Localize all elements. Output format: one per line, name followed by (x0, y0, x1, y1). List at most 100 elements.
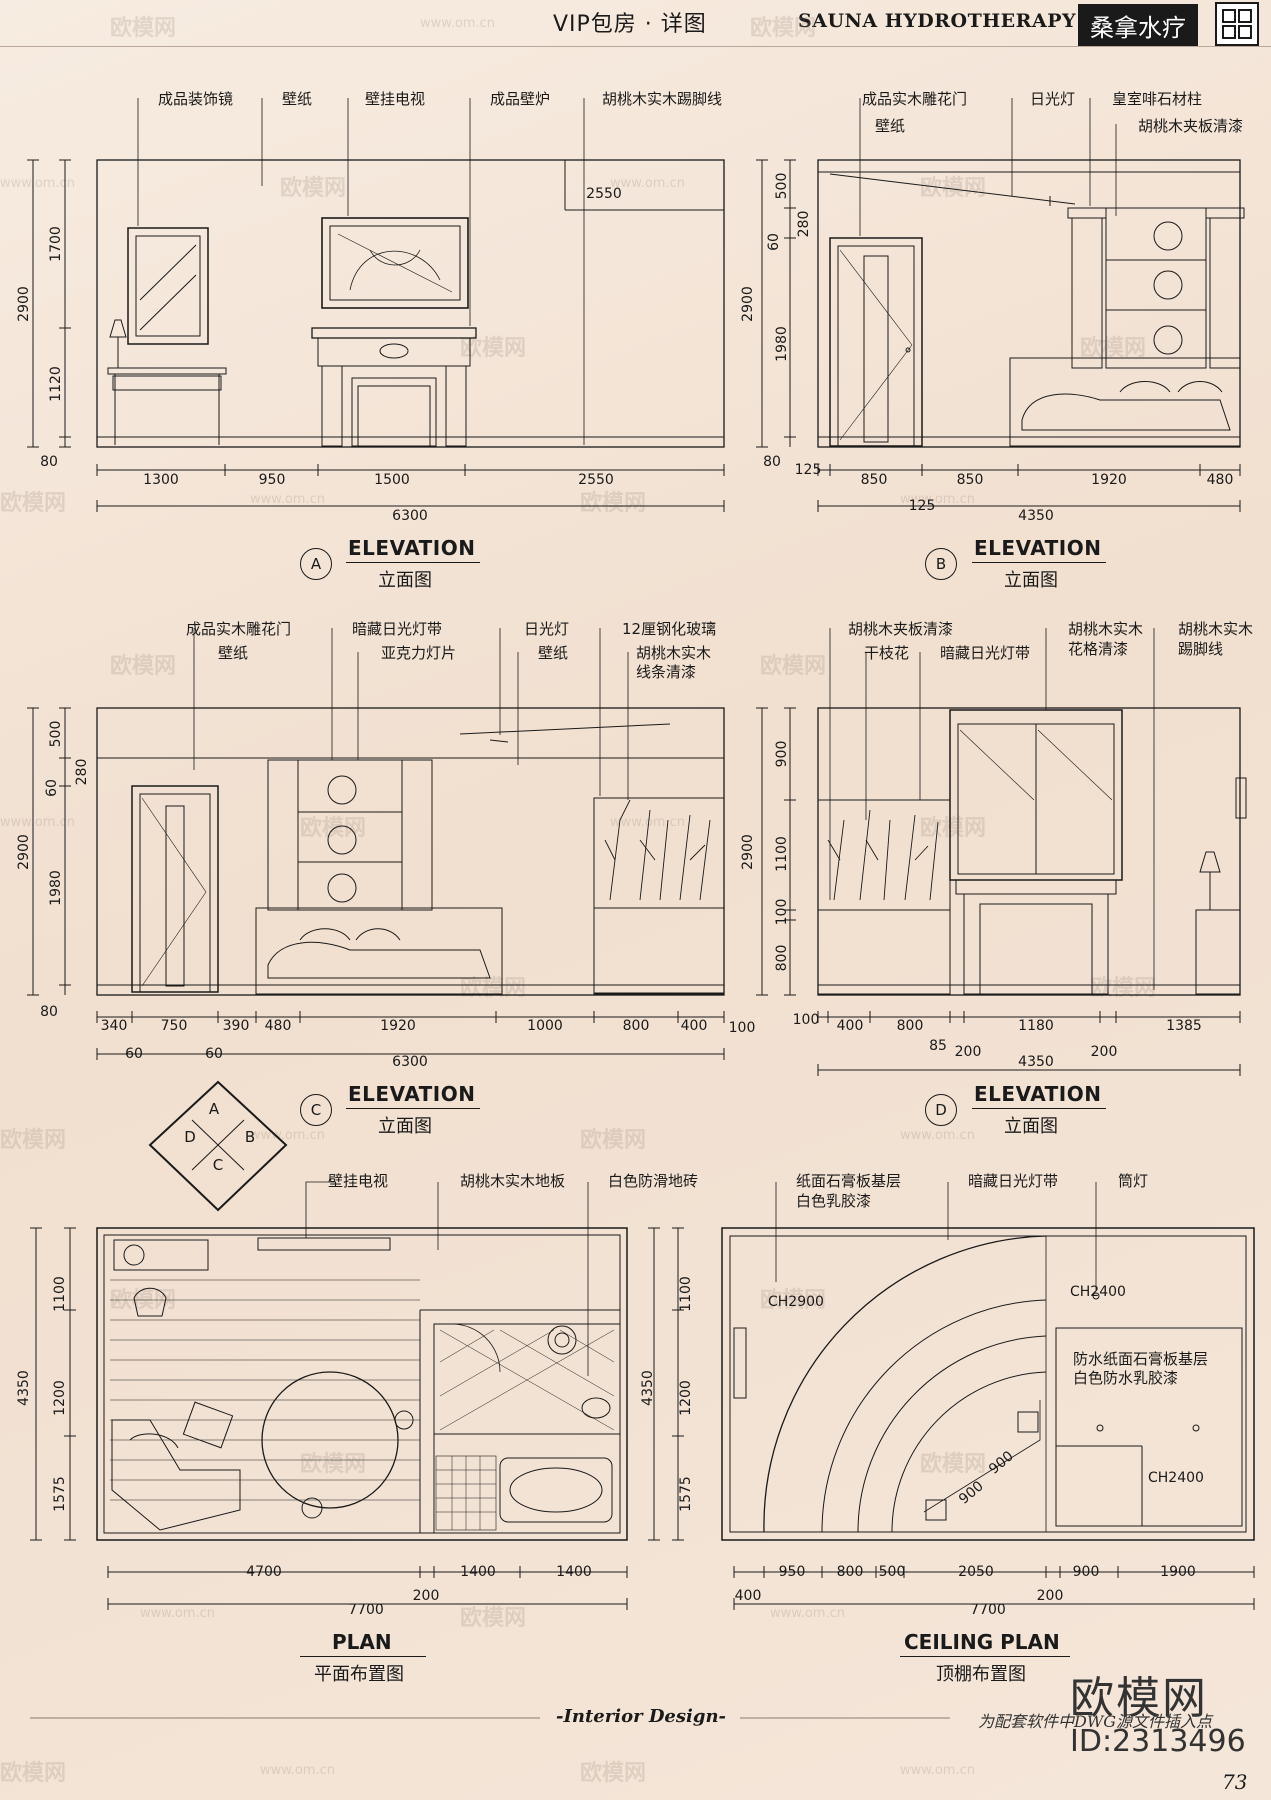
watermark: 欧模网 (580, 1761, 647, 1786)
callout-label: 白色防滑地砖 (608, 1172, 698, 1190)
watermark: 欧模网 (760, 1288, 827, 1313)
page-number: 73 (1222, 1770, 1248, 1794)
watermark: 欧模网 (460, 976, 527, 1001)
watermark: 欧模网 (580, 1128, 647, 1153)
watermark: 欧模网 (920, 1452, 987, 1477)
elevation-d-marker: D (925, 1094, 957, 1126)
dim-label: 125 (795, 462, 822, 478)
footer-label: -Interior Design- (556, 1706, 726, 1727)
dim-label: 850 (861, 472, 888, 488)
dim-label: 1180 (1018, 1018, 1054, 1034)
dim-label: 1100 (774, 836, 790, 872)
elevation-c-title: ELEVATION (348, 1082, 476, 1106)
callout-label: 皇室啡石材柱 (1112, 90, 1202, 108)
dim-label: 100 (729, 1020, 756, 1036)
dim-label: 80 (763, 454, 781, 470)
dim-label: 900 (774, 741, 790, 768)
dim-label: 1400 (556, 1564, 592, 1580)
dim-label: 1575 (52, 1476, 68, 1512)
key-plan-letter: C (213, 1156, 223, 1174)
callout-label: 亚克力灯片 (381, 644, 456, 662)
page-subtitle: SAUNA HYDROTHERAPY (798, 10, 1077, 32)
callout-label: 暗藏日光灯带 (352, 620, 442, 638)
callout-label: 日光灯 (1030, 90, 1075, 108)
dim-label: 750 (161, 1018, 188, 1034)
ceiling-plan-subtitle: 顶棚布置图 (936, 1664, 1026, 1685)
watermark-url: www.om.cn (770, 1606, 845, 1621)
dim-label: 400 (735, 1588, 762, 1604)
elevation-b-subtitle: 立面图 (1004, 570, 1058, 591)
watermark-url: www.om.cn (260, 1763, 335, 1778)
callout-label: 胡桃木实木 (1178, 620, 1253, 638)
watermark: 欧模网 (280, 176, 347, 201)
dim-label: 1200 (52, 1380, 68, 1416)
watermark-url: www.om.cn (900, 492, 975, 507)
callout-label: 胡桃木实木地板 (460, 1172, 565, 1190)
callout-label: 纸面石膏板基层 (796, 1172, 901, 1190)
dim-label: 4700 (246, 1564, 282, 1580)
dim-label: 1100 (678, 1276, 694, 1312)
callout-label: 踢脚线 (1178, 640, 1223, 658)
dim-label: 60 (766, 233, 782, 251)
dim-label: 340 (101, 1018, 128, 1034)
elevation-c-marker: C (300, 1094, 332, 1126)
dim-label: 2550 (578, 472, 614, 488)
callout-label: 暗藏日光灯带 (940, 644, 1030, 662)
dim-total: 6300 (392, 508, 428, 524)
dim-label: 200 (955, 1044, 982, 1060)
dim-label: 1920 (1091, 472, 1127, 488)
watermark: 欧模网 (580, 491, 647, 516)
watermark-url: www.om.cn (0, 176, 75, 191)
key-plan-letter: D (184, 1128, 196, 1146)
dim-label: 390 (223, 1018, 250, 1034)
dim-label: 400 (681, 1018, 708, 1034)
dim-label: 400 (837, 1018, 864, 1034)
dim-label: 500 (879, 1564, 906, 1580)
dim-label: 480 (265, 1018, 292, 1034)
dim-label: 280 (796, 211, 812, 238)
watermark: 欧模网 (460, 1606, 527, 1631)
callout-label: 成品壁炉 (490, 90, 550, 108)
ceiling-height-label: CH2900 (768, 1294, 824, 1310)
callout-label: 胡桃木夹板清漆 (1138, 117, 1243, 135)
dim-label: 800 (837, 1564, 864, 1580)
dim-label: 950 (779, 1564, 806, 1580)
dim-label: 1980 (774, 326, 790, 362)
callout-label: 壁纸 (218, 644, 248, 662)
plan-subtitle: 平面布置图 (314, 1664, 404, 1685)
plan-title: PLAN (332, 1630, 392, 1654)
watermark: 欧模网 (1090, 976, 1157, 1001)
dim-label: 800 (623, 1018, 650, 1034)
dim-label: 1900 (1160, 1564, 1196, 1580)
dim-label: 1200 (678, 1380, 694, 1416)
watermark: 欧模网 (1080, 336, 1147, 361)
dim-label: 1000 (527, 1018, 563, 1034)
dim-label: 60 (44, 779, 60, 797)
callout-label: 壁纸 (875, 117, 905, 135)
dim-label: 4350 (16, 1370, 32, 1406)
dim-label: 800 (774, 945, 790, 972)
callout-label: 成品装饰镜 (158, 90, 233, 108)
floor-plan-drawing (30, 1181, 628, 1610)
elevation-c-drawing (27, 628, 725, 1060)
ceiling-plan-title: CEILING PLAN (904, 1630, 1060, 1654)
watermark-url: www.om.cn (250, 1128, 325, 1143)
dim-label: 950 (259, 472, 286, 488)
key-plan-letter: A (209, 1100, 220, 1118)
title-underline (972, 562, 1106, 563)
dim-label: 850 (957, 472, 984, 488)
watermark-url: www.om.cn (610, 815, 685, 830)
callout-label: 干枝花 (864, 644, 909, 662)
elevation-a-subtitle: 立面图 (378, 570, 432, 591)
ceiling-height-label: CH2400 (1070, 1284, 1126, 1300)
callout-label: 花格清漆 (1068, 640, 1128, 658)
dim-label: 80 (40, 1004, 58, 1020)
watermark: 欧模网 (300, 1452, 367, 1477)
dim-total: 4350 (1018, 508, 1054, 524)
header-divider (0, 46, 1271, 47)
callout-label: 壁挂电视 (365, 90, 425, 108)
callout-label: 胡桃木实木 (636, 644, 711, 662)
callout-label: 成品实木雕花门 (862, 90, 967, 108)
dim-label: 1980 (48, 870, 64, 906)
watermark: 欧模网 (920, 816, 987, 841)
